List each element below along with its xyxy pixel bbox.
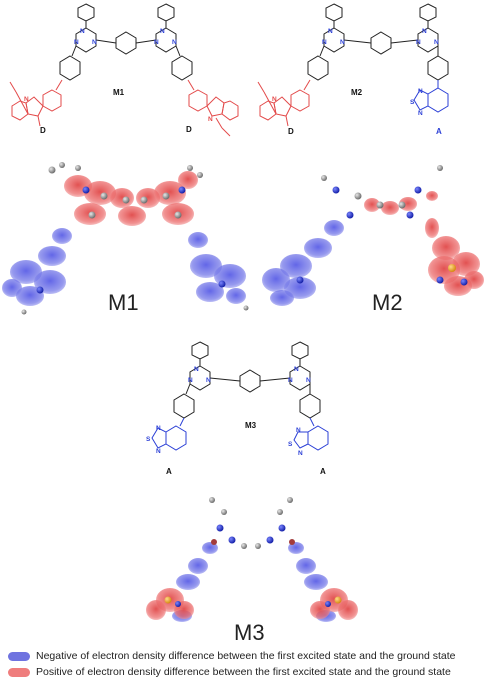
m2-density-render [262,165,484,306]
m1-positive-lobes [64,171,198,226]
nitrogen-label: N [418,110,423,117]
legend-positive: Positive of electron density difference … [8,666,451,678]
m3-triazine-nitrogens: N N N N N N [188,366,311,384]
nitrogen-label: N [154,39,159,46]
m3-structure: N N N N N N N S N N S N [146,341,329,457]
m2-negative-lobes [262,220,344,306]
negative-swatch [8,651,30,661]
sulfur-label: S [146,436,151,443]
nitrogen-label: N [340,39,345,46]
donor-label: D [186,125,192,134]
legend-negative: Negative of electron density difference … [8,650,455,662]
m3-density-render [146,497,358,622]
legend-negative-text: Negative of electron density difference … [36,650,456,662]
m1-atoms [21,162,249,315]
nitrogen-label: N [294,366,299,373]
nitrogen-label: N [172,39,177,46]
m2-core [307,3,449,81]
nitrogen-label: N [156,425,161,432]
nitrogen-label: N [306,377,311,384]
nitrogen-label: N [24,96,29,103]
nitrogen-label: N [434,39,439,46]
m3-render-label: M3 [234,620,265,645]
nitrogen-label: N [188,377,193,384]
m1-triazine-nitrogens: N N N N N N [74,28,177,46]
m2-atoms [296,165,468,286]
nitrogen-label: N [194,366,199,373]
m1-donor-left [9,79,63,127]
nitrogen-label: N [288,377,293,384]
m3-structure-label: M3 [245,421,257,430]
nitrogen-label: N [156,448,161,455]
donor-label: D [288,127,294,136]
nitrogen-label: N [206,377,211,384]
nitrogen-label: N [322,39,327,46]
acceptor-label: A [166,467,172,476]
acceptor-label: A [436,127,442,136]
nitrogen-label: N [80,28,85,35]
nitrogen-label: N [416,39,421,46]
m3-acceptor-right [293,417,329,451]
legend-positive-text: Positive of electron density difference … [36,666,451,678]
sulfur-label: S [410,99,415,106]
m1-structure-label: M1 [113,88,125,97]
nitrogen-label: N [422,28,427,35]
m1-donor-right [187,79,239,137]
m3-core [173,341,321,419]
acceptor-label: A [320,467,326,476]
m1-core [59,3,193,81]
nitrogen-label: N [418,88,423,95]
nitrogen-label: N [160,28,165,35]
nitrogen-label: N [208,116,213,123]
nitrogen-label: N [328,28,333,35]
nitrogen-label: N [92,39,97,46]
nitrogen-label: N [272,96,277,103]
m2-triazine-nitrogens: N N N N N N [322,28,439,46]
m2-render-label: M2 [372,290,403,315]
nitrogen-label: N [74,39,79,46]
m1-render-label: M1 [108,290,139,315]
nitrogen-label: N [296,427,301,434]
m2-structure: N N N N N N N N S N [257,3,449,127]
m3-atoms [164,497,342,607]
m2-structure-label: M2 [351,88,363,97]
donor-label: D [40,126,46,135]
sulfur-label: S [288,441,293,448]
nitrogen-label: N [298,450,303,457]
m1-structure: N N N N N N N N [9,3,239,137]
m2-acceptor [413,80,449,113]
m3-acceptor-left [151,417,187,451]
positive-swatch [8,667,30,677]
m1-density-render [2,162,249,315]
m2-positive-lobes [364,191,484,296]
m2-donor [257,79,311,127]
